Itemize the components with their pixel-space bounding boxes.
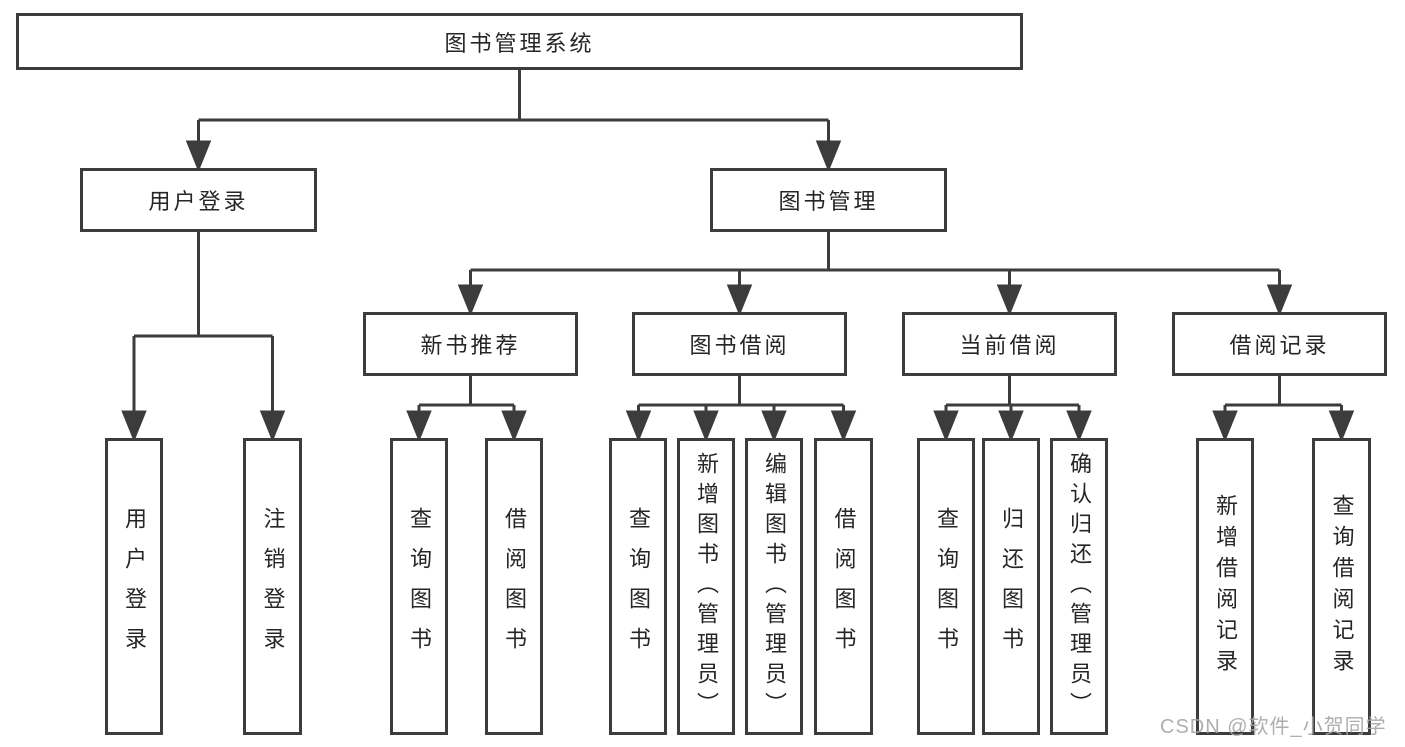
arrowhead-down bbox=[998, 410, 1024, 443]
arrowhead-down bbox=[121, 410, 147, 443]
node-new-book-recommendation-label: 新书推荐 bbox=[420, 333, 521, 358]
connector-book-management bbox=[457, 232, 1293, 317]
leaf-query-books-current: 查询图书 bbox=[917, 438, 975, 735]
connector-current-borrowing-lines bbox=[944, 376, 1081, 416]
node-user-login: 用户登录 bbox=[80, 168, 317, 232]
node-current-borrowing: 当前借阅 bbox=[902, 312, 1117, 376]
leaf-add-books-admin: 新增图书（管理员） bbox=[677, 438, 735, 735]
leaf-borrow-books-recommend: 借阅图书 bbox=[485, 438, 543, 735]
connector-current-borrowing bbox=[933, 376, 1092, 443]
arrowhead-down bbox=[761, 410, 787, 443]
node-borrowing-records: 借阅记录 bbox=[1172, 312, 1387, 376]
arrowhead-down bbox=[501, 410, 527, 443]
leaf-edit-books-admin-label: 编辑图书（管理员） bbox=[762, 451, 787, 722]
arrowhead-down bbox=[726, 284, 753, 317]
leaf-logout-login: 注销登录 bbox=[243, 438, 302, 735]
leaf-confirm-return-admin-label: 确认归还（管理员） bbox=[1067, 451, 1092, 722]
node-book-management: 图书管理 bbox=[710, 168, 947, 232]
node-book-management-label: 图书管理 bbox=[778, 189, 879, 214]
connector-root bbox=[185, 69, 842, 173]
watermark: CSDN @软件_小贺同学 bbox=[1160, 716, 1387, 738]
arrowhead-down bbox=[933, 410, 959, 443]
connector-book-borrowing-lines bbox=[637, 376, 845, 416]
connector-book-borrowing bbox=[625, 376, 857, 443]
node-root-label: 图书管理系统 bbox=[444, 30, 595, 56]
connector-borrowing-records-lines bbox=[1223, 376, 1343, 416]
leaf-query-books-borrowing-label: 查询图书 bbox=[626, 506, 651, 667]
connector-user-login-lines bbox=[132, 232, 274, 416]
leaf-edit-books-admin: 编辑图书（管理员） bbox=[745, 438, 803, 735]
connector-book-management-lines bbox=[469, 232, 1281, 290]
arrowhead-down bbox=[1066, 410, 1092, 443]
arrowhead-down bbox=[185, 140, 212, 173]
leaf-query-borrow-record-label: 查询借阅记录 bbox=[1329, 493, 1355, 680]
leaf-add-books-admin-label: 新增图书（管理员） bbox=[694, 451, 719, 722]
arrowhead-down bbox=[693, 410, 719, 443]
leaf-user-login-label: 用户登录 bbox=[122, 506, 147, 667]
node-root: 图书管理系统 bbox=[16, 13, 1023, 70]
arrowhead-down bbox=[1328, 410, 1355, 443]
leaf-borrow-books-borrowing-label: 借阅图书 bbox=[831, 506, 857, 667]
leaf-query-books-borrowing: 查询图书 bbox=[609, 438, 667, 735]
leaf-borrow-books-recommend-label: 借阅图书 bbox=[502, 506, 527, 667]
leaf-query-books-recommend: 查询图书 bbox=[390, 438, 448, 735]
arrowhead-down bbox=[996, 284, 1023, 317]
arrowhead-down bbox=[457, 284, 484, 317]
leaf-confirm-return-admin: 确认归还（管理员） bbox=[1050, 438, 1108, 735]
leaf-query-books-current-label: 查询图书 bbox=[934, 506, 959, 667]
leaf-logout-login-label: 注销登录 bbox=[260, 506, 286, 667]
connector-user-login bbox=[121, 232, 286, 443]
leaf-return-books-label: 归还图书 bbox=[999, 506, 1024, 667]
connector-root-lines bbox=[197, 69, 830, 146]
node-borrowing-records-label: 借阅记录 bbox=[1229, 333, 1330, 358]
arrowhead-down bbox=[1212, 410, 1238, 443]
arrowhead-down bbox=[815, 140, 842, 173]
leaf-add-borrow-record-label: 新增借阅记录 bbox=[1213, 493, 1238, 680]
arrowhead-down bbox=[406, 410, 432, 443]
leaf-borrow-books-borrowing: 借阅图书 bbox=[814, 438, 873, 735]
connector-new-book-lines bbox=[417, 376, 516, 416]
arrowhead-down bbox=[830, 410, 857, 443]
node-book-borrowing: 图书借阅 bbox=[632, 312, 847, 376]
leaf-add-borrow-record: 新增借阅记录 bbox=[1196, 438, 1254, 735]
leaf-query-borrow-record: 查询借阅记录 bbox=[1312, 438, 1371, 735]
connector-new-book-recommendation bbox=[406, 376, 527, 443]
node-current-borrowing-label: 当前借阅 bbox=[959, 333, 1060, 358]
node-book-borrowing-label: 图书借阅 bbox=[689, 333, 790, 358]
connector-borrowing-records bbox=[1212, 376, 1355, 443]
arrowhead-down bbox=[625, 410, 652, 443]
leaf-user-login: 用户登录 bbox=[105, 438, 163, 735]
leaf-return-books: 归还图书 bbox=[982, 438, 1040, 735]
node-new-book-recommendation: 新书推荐 bbox=[363, 312, 578, 376]
arrowhead-down bbox=[1266, 284, 1293, 317]
arrowhead-down bbox=[259, 410, 286, 443]
leaf-query-books-recommend-label: 查询图书 bbox=[407, 506, 432, 667]
node-user-login-label: 用户登录 bbox=[148, 189, 249, 214]
